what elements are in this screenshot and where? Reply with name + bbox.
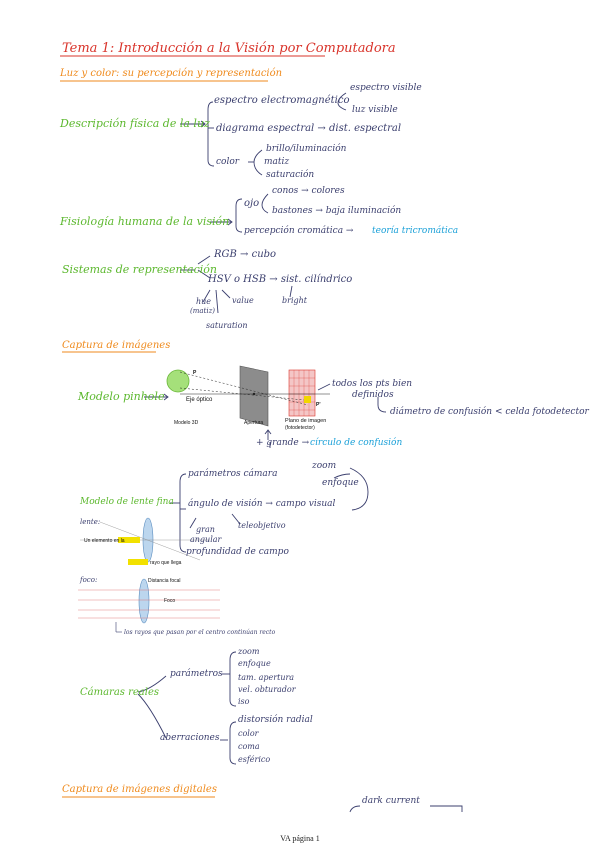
pinhole-diagram bbox=[166, 365, 330, 427]
angulo-vision: ángulo de visión → campo visual bbox=[188, 499, 336, 509]
mas-grande: + grande → bbox=[256, 438, 310, 448]
teleobjetivo: teleobjetivo bbox=[238, 521, 286, 530]
parametros: parámetros bbox=[170, 669, 223, 679]
rayos-nota: los rayos que pasan por el centro contin… bbox=[124, 629, 276, 636]
aber-esferico: esférico bbox=[238, 755, 271, 764]
pinhole-p-prime: P' bbox=[316, 402, 321, 408]
espectro-em: espectro electromagnético bbox=[214, 95, 350, 106]
eje-optico: Eje óptico bbox=[186, 397, 213, 403]
todos-pts: todos los pts bien bbox=[332, 379, 413, 389]
concept-lente-fina: Modelo de lente fina bbox=[80, 497, 174, 507]
ojo: ojo bbox=[244, 198, 260, 209]
color: color bbox=[216, 157, 240, 167]
aberraciones: aberraciones bbox=[160, 733, 220, 743]
param-obturador: vel. obturador bbox=[238, 685, 296, 694]
section-heading-captura: Captura de imágenes bbox=[62, 340, 171, 351]
bright: bright bbox=[282, 296, 307, 305]
lente-txt2: rayo que llega bbox=[150, 560, 182, 566]
lente-note-1: lente: bbox=[80, 518, 101, 526]
saturation: saturation bbox=[206, 321, 248, 330]
concept-camaras-reales: Cámaras reales bbox=[80, 687, 160, 698]
enfoque: enfoque bbox=[322, 478, 359, 488]
definidos: definidos bbox=[352, 390, 394, 400]
parametros-camara: parámetros cámara bbox=[188, 469, 278, 479]
value: value bbox=[232, 296, 254, 305]
lente-txt1: Un elemento en la bbox=[84, 538, 125, 544]
angular: angular bbox=[190, 535, 222, 544]
aber-color: color bbox=[238, 729, 259, 738]
lente-note-2: foco: bbox=[80, 576, 98, 584]
saturacion: saturación bbox=[266, 170, 315, 180]
param-zoom: zoom bbox=[238, 647, 260, 656]
pinhole-p: P bbox=[193, 370, 197, 376]
rgb: RGB → cubo bbox=[214, 249, 277, 260]
diagrama-espectral: diagrama espectral → dist. espectral bbox=[216, 123, 402, 134]
hue-matiz: (matiz) bbox=[190, 307, 216, 315]
lens-diagrams bbox=[78, 517, 220, 633]
gran: gran bbox=[196, 525, 215, 534]
brillo: brillo/iluminación bbox=[266, 144, 347, 154]
zoom: zoom bbox=[312, 461, 337, 471]
page-title: Tema 1: Introducción a la Visión por Com… bbox=[62, 41, 396, 56]
percepcion: percepción cromática → bbox=[244, 226, 354, 236]
diametro-confusion: diámetro de confusión < celda fotodetect… bbox=[390, 407, 589, 417]
espectro-visible: espectro visible bbox=[350, 83, 422, 93]
hue: hue bbox=[196, 297, 212, 306]
plano-imagen: Plano de imagen bbox=[285, 418, 327, 424]
hsv: HSV o HSB → sist. cilíndrico bbox=[208, 274, 353, 285]
concept-pinhole: Modelo pinhole bbox=[78, 390, 165, 403]
param-iso: iso bbox=[238, 697, 250, 706]
modelo-3d: Modelo 3D bbox=[174, 420, 199, 426]
conos: conos → colores bbox=[272, 186, 345, 196]
fotodetector: (fotodetector) bbox=[285, 425, 315, 431]
circulo-confusion: círculo de confusión bbox=[310, 438, 403, 448]
dark-current: dark current bbox=[362, 796, 420, 806]
profundidad-campo: profundidad de campo bbox=[186, 547, 289, 557]
teoria-tricromatica: teoría tricromática bbox=[372, 226, 459, 236]
concept-fisiologia: Fisiología humana de la visión bbox=[60, 215, 230, 228]
bastones: bastones → baja iluminación bbox=[272, 206, 402, 216]
page-footer: VA página 1 bbox=[280, 834, 320, 843]
lente-txt3: Distancia focal bbox=[148, 578, 181, 584]
param-enfoque: enfoque bbox=[238, 659, 271, 668]
aber-distorsion: distorsión radial bbox=[238, 715, 313, 725]
aber-coma: coma bbox=[238, 742, 260, 751]
param-apertura: tam. apertura bbox=[238, 673, 295, 682]
section-heading-digitales: Captura de imágenes digitales bbox=[62, 784, 217, 795]
section-heading-luz: Luz y color: su percepción y representac… bbox=[60, 68, 283, 79]
matiz: matiz bbox=[264, 157, 290, 167]
concept-descripcion: Descripción física de la luz bbox=[60, 117, 210, 130]
lente-txt4: Foco bbox=[164, 598, 176, 604]
concept-sistemas: Sistemas de representación bbox=[62, 263, 217, 276]
luz-visible: luz visible bbox=[352, 105, 398, 115]
apertura: Apertura bbox=[244, 420, 264, 426]
